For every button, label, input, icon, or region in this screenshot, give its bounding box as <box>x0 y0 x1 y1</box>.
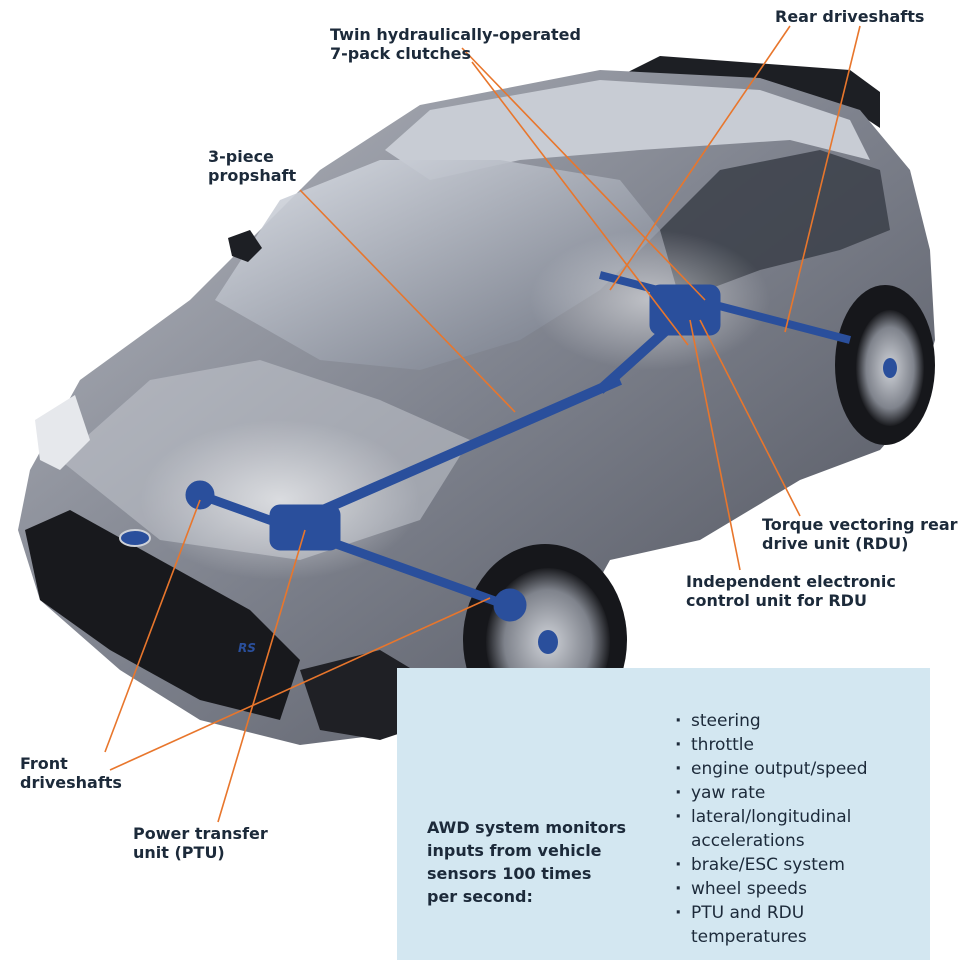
awd-inputs-panel: AWD system monitors inputs from vehicle … <box>397 668 930 960</box>
rs-badge: RS <box>238 641 256 655</box>
side-mirror <box>228 230 262 262</box>
label-ecu: Independent electronic control unit for … <box>686 572 896 610</box>
list-item: yaw rate <box>673 781 923 805</box>
list-item: steering <box>673 709 923 733</box>
front-grille <box>25 510 300 720</box>
roof-glass <box>385 80 870 180</box>
list-item: throttle <box>673 733 923 757</box>
list-item: engine output/speed <box>673 757 923 781</box>
list-item: brake/ESC system <box>673 853 923 877</box>
sensor-inputs-list: steering throttle engine output/speed ya… <box>673 709 923 949</box>
label-propshaft: 3-piece propshaft <box>208 147 297 185</box>
headlight <box>35 395 90 470</box>
callout-lines <box>104 25 861 823</box>
drivetrain <box>185 271 852 622</box>
rear-wheel <box>835 285 935 445</box>
label-ptu: Power transfer unit (PTU) <box>133 824 268 862</box>
label-front-driveshafts: Front driveshafts <box>20 754 122 792</box>
panel-title: AWD system monitors inputs from vehicle … <box>427 818 626 906</box>
label-torque-vectoring: Torque vectoring rear drive unit (RDU) <box>762 515 958 553</box>
list-item: wheel speeds <box>673 877 923 901</box>
label-rear-driveshafts: Rear driveshafts <box>775 7 925 26</box>
ford-oval-badge <box>119 529 151 547</box>
label-twin-clutches: Twin hydraulically-operated 7-pack clutc… <box>330 25 581 63</box>
